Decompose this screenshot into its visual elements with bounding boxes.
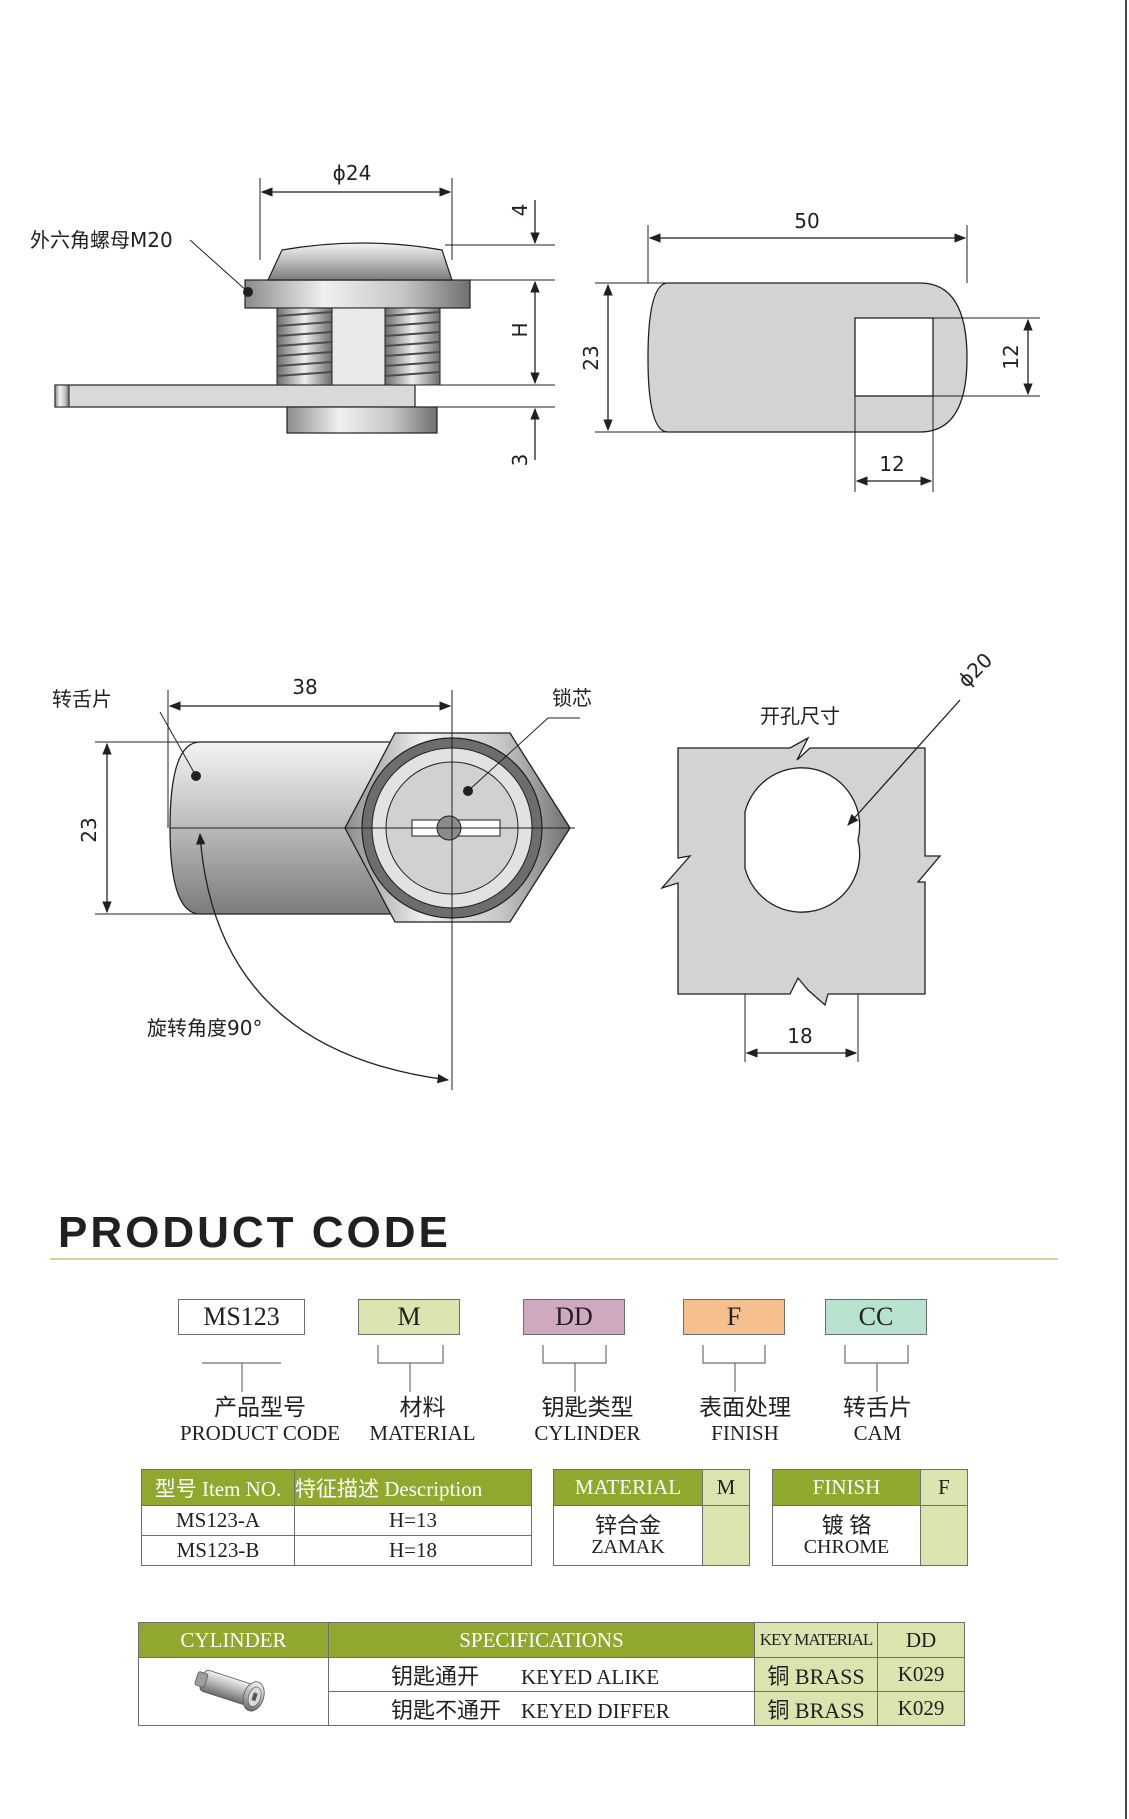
dim-bottom-3: 3 [508, 454, 532, 467]
label-cylinder-zh: 钥匙类型 [541, 1395, 634, 1420]
cam-view-drawing: 50 23 12 12 [579, 209, 1040, 492]
product-code-title: PRODUCT CODE [58, 1208, 451, 1257]
description-cell: H=18 [294, 1535, 532, 1566]
core-label: 锁芯 [552, 686, 592, 710]
finish-value-en: CHROME [803, 1535, 890, 1558]
code-box-product: MS123 [178, 1299, 305, 1335]
technical-drawings: ϕ24 外六角螺母M20 4 H 3 50 23 12 [30, 161, 1040, 1090]
dim-length-50: 50 [794, 209, 819, 233]
specifications-header: SPECIFICATIONS [328, 1622, 755, 1658]
spec-zh: 钥匙通开 [391, 1663, 480, 1689]
dim-length-38: 38 [292, 675, 317, 699]
cylinder-image [194, 1669, 265, 1711]
material-value-cell: 锌合金 ZAMAK [553, 1505, 703, 1566]
dd-code-cell: K029 [877, 1657, 965, 1692]
key-material-header: KEY MATERIAL [754, 1622, 878, 1658]
dim-top-4: 4 [508, 204, 532, 217]
label-product-code: 产品型号 PRODUCT CODE [170, 1395, 350, 1446]
front-view-drawing: 锁芯 转舌片 38 23 旋转角度90° [52, 675, 592, 1090]
finish-table: FINISH F 镀 铬 CHROME [772, 1469, 968, 1566]
key-material-cell: 铜 BRASS [754, 1657, 878, 1692]
item-no-cell: MS123-B [141, 1535, 295, 1566]
description-header: 特征描述 Description [294, 1469, 532, 1506]
spec-cell: 钥匙通开 KEYED ALIKE [328, 1657, 755, 1692]
finish-value-cell: 镀 铬 CHROME [772, 1505, 921, 1566]
label-cylinder-en: CYLINDER [534, 1421, 641, 1446]
label-material-zh: 材料 [399, 1395, 446, 1420]
dd-code-cell: K029 [877, 1691, 965, 1726]
dd-header: DD [877, 1622, 965, 1658]
label-cam: 转舌片 CAM [815, 1395, 940, 1446]
finish-header: FINISH [772, 1469, 921, 1506]
label-material-en: MATERIAL [369, 1421, 476, 1446]
finish-code-cell [920, 1505, 968, 1566]
material-value-zh: 锌合金 [594, 1512, 661, 1538]
item-no-cell: MS123-A [141, 1505, 295, 1536]
cylinder-table: CYLINDER SPECIFICATIONS KEY MATERIAL DD [138, 1622, 965, 1726]
material-header: MATERIAL [553, 1469, 703, 1506]
dim-slot-width-12: 12 [879, 452, 904, 476]
dim-height-23: 23 [579, 345, 603, 370]
label-finish-zh: 表面处理 [699, 1395, 791, 1420]
label-product-code-zh: 产品型号 [214, 1395, 306, 1420]
nut-label: 外六角螺母M20 [30, 228, 173, 252]
spec-cell: 钥匙不通开 KEYED DIFFER [328, 1691, 755, 1726]
code-box-material: M [358, 1299, 460, 1335]
label-finish: 表面处理 FINISH [680, 1395, 810, 1446]
material-code-header: M [702, 1469, 750, 1506]
label-finish-en: FINISH [711, 1421, 779, 1446]
dim-diameter-24: ϕ24 [333, 161, 372, 185]
material-table: MATERIAL M 锌合金 ZAMAK [553, 1469, 750, 1566]
material-code-cell [702, 1505, 750, 1566]
thread-left [276, 307, 333, 386]
key-material-cell: 铜 BRASS [754, 1691, 878, 1726]
code-box-cylinder: DD [523, 1299, 625, 1335]
dim-width-18: 18 [787, 1024, 812, 1048]
spec-en: KEYED ALIKE [521, 1664, 660, 1689]
code-brackets [202, 1345, 909, 1392]
title-rule [50, 1258, 1058, 1260]
spec-zh: 钥匙不通开 [391, 1697, 502, 1723]
label-cam-en: CAM [853, 1421, 902, 1446]
side-view-drawing: ϕ24 外六角螺母M20 4 H 3 [30, 161, 555, 466]
finish-value-zh: 镀 铬 [821, 1512, 872, 1538]
page-edge-rule [1125, 0, 1127, 1819]
code-box-cam: CC [825, 1299, 927, 1335]
cutout-view-drawing: 18 ϕ20 开孔尺寸 [659, 648, 997, 1062]
dim-h: H [508, 322, 532, 337]
cam-label: 转舌片 [52, 687, 112, 711]
label-product-code-en: PRODUCT CODE [179, 1421, 341, 1446]
description-cell: H=13 [294, 1505, 532, 1536]
dim-slot-height-12: 12 [999, 344, 1023, 369]
item-no-header: 型号 Item NO. [141, 1469, 295, 1506]
item-table: 型号 Item NO. 特征描述 Description MS123-A H=1… [141, 1469, 532, 1566]
cutout-title: 开孔尺寸 [760, 704, 840, 728]
dim-height-23-front: 23 [77, 817, 101, 842]
material-value-en: ZAMAK [591, 1535, 665, 1558]
spec-en: KEYED DIFFER [521, 1698, 670, 1723]
label-cylinder: 钥匙类型 CYLINDER [520, 1395, 655, 1446]
label-material: 材料 MATERIAL [355, 1395, 490, 1446]
code-box-finish: F [683, 1299, 785, 1335]
rotation-label: 旋转角度90° [147, 1016, 262, 1040]
dim-diameter-20: ϕ20 [953, 648, 997, 692]
cylinder-image-cell [138, 1657, 329, 1726]
finish-code-header: F [920, 1469, 968, 1506]
cylinder-header: CYLINDER [138, 1622, 329, 1658]
label-cam-zh: 转舌片 [843, 1395, 912, 1420]
thread-right [384, 307, 441, 386]
